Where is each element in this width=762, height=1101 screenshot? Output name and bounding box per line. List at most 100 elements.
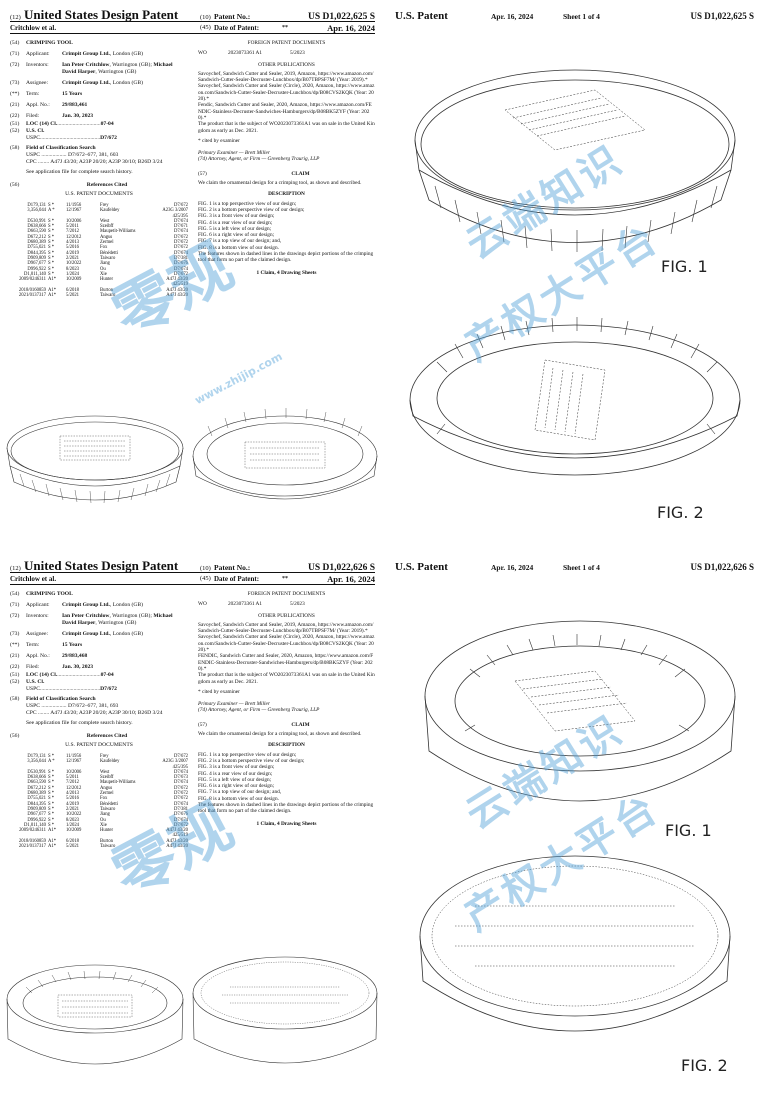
code-45: (45) <box>200 24 211 31</box>
code-56: (56) <box>10 733 20 739</box>
foreign-number: 2023073361 A1 <box>228 601 262 608</box>
term-label: Term: <box>26 642 40 648</box>
reference-cell: S * <box>48 245 55 251</box>
other-pubs-list: Savoychef, Sandwich Cutter and Sealer, 2… <box>198 71 375 134</box>
reference-cell: D7/381 <box>173 255 188 261</box>
reference-cell: Szeibff <box>100 224 114 230</box>
reference-cell: 4/2019 <box>66 801 80 807</box>
reference-cell: D7/674 <box>173 218 188 224</box>
reference-cell: D7/674 <box>173 229 188 235</box>
description-label: DESCRIPTION <box>268 191 305 198</box>
drawing-header: U.S. Patent Apr. 16, 2024 Sheet 1 of 4 U… <box>395 0 762 22</box>
other-publication: Savoychef, Sandwich Cutter and Sealer (C… <box>198 83 375 103</box>
code-22: (22) <box>10 664 20 670</box>
code-57: (57) <box>198 721 207 728</box>
reference-cell: 2/2021 <box>66 255 80 261</box>
reference-row: 425/395 <box>10 214 188 219</box>
code-10: (10) <box>200 14 211 21</box>
attorney: (74) Attorney, Agent, or Firm — Greenber… <box>198 707 320 714</box>
reference-cell: D638,666 <box>27 224 46 230</box>
code-73: (73) <box>10 631 20 637</box>
reference-cell: Ou <box>100 266 106 272</box>
reference-cell: Kaufeldey <box>100 208 120 214</box>
reference-cell: S * <box>48 229 55 235</box>
loc-dots: ............................... <box>57 121 101 127</box>
code-73: (73) <box>10 80 20 86</box>
reference-cell: A47J 43/20 <box>166 838 188 844</box>
applicant-location: , London (GB) <box>109 602 144 608</box>
assignee-name: Crimpit Group Ltd. <box>62 80 110 86</box>
reference-cell: 8/2023 <box>66 817 80 823</box>
field-search-label: Field of Classification Search <box>26 145 96 151</box>
reference-cell: D7/672 <box>173 234 188 240</box>
other-publication: The product that is the subject of WO202… <box>198 672 375 685</box>
reference-cell: S * <box>48 203 55 208</box>
description-line: FIG. 2 is a bottom perspective view of o… <box>198 757 305 764</box>
code-58: (58) <box>10 696 20 702</box>
inventor-1-location: , Warrington (GB); <box>109 613 152 619</box>
reference-cell: 2009/0246311 <box>19 828 46 834</box>
search-cpc: CPC ........ A47J 43/20; A23P 20/20; A23… <box>26 710 163 716</box>
applicant-label: Applicant: <box>26 51 50 57</box>
reference-cell: Maupetit-Williams <box>100 780 136 786</box>
inventor-2-location: , Warrington (GB) <box>95 69 137 75</box>
reference-cell: D7/674 <box>173 769 188 775</box>
reference-cell: D680,389 <box>27 791 46 797</box>
other-publication: Savoychef, Sandwich Cutter and Sealer, 2… <box>198 621 374 635</box>
reference-cell: Frey <box>100 754 109 759</box>
description-label: DESCRIPTION <box>268 742 305 749</box>
uspc-value: D7/672 <box>100 135 117 141</box>
reference-cell: D680,389 <box>27 240 46 246</box>
title-field: CRIMPING TOOL <box>26 40 73 46</box>
reference-cell: 6/2018 <box>66 838 80 844</box>
description-line: FIG. 4 is a rear view of our design; <box>198 770 273 777</box>
reference-cell: D844,395 <box>27 250 46 256</box>
reference-cell: Xie <box>100 271 107 277</box>
fig1-thumbnail-drawing <box>6 964 184 1065</box>
code-21: (21) <box>10 102 20 108</box>
foreign-country: WO <box>198 601 207 608</box>
reference-cell: 6/2018 <box>66 287 80 293</box>
reference-cell: 12/2012 <box>66 234 82 240</box>
reference-cell: Zermel <box>100 240 114 246</box>
code-72: (72) <box>10 62 20 68</box>
reference-cell: 4/2013 <box>66 791 80 797</box>
reference-cell: 11/1956 <box>66 754 82 759</box>
code-51: (51) <box>10 672 20 678</box>
reference-cell: D7/672 <box>173 240 188 246</box>
patent-header-row1: (12) United States Design Patent (10) Pa… <box>10 558 375 573</box>
description-line: FIG. 1 is a top perspective view of our … <box>198 200 297 207</box>
code-57: (57) <box>198 170 207 177</box>
reference-cell: Taiwaro <box>100 806 116 812</box>
foreign-ref: WO 2023073361 A1 5/2023 <box>198 50 375 56</box>
reference-cell: 5/2021 <box>66 844 80 850</box>
reference-cell: 7/2012 <box>66 229 80 235</box>
reference-cell: 11/1956 <box>66 203 82 208</box>
front-page-1: (12) United States Design Patent (10) Pa… <box>0 0 385 550</box>
reference-cell: Jiang <box>100 812 110 818</box>
claim-text: We claim the ornamental design for a cri… <box>198 731 362 738</box>
sheets-count: 1 Claim, 4 Drawing Sheets <box>256 820 317 827</box>
reference-cell: West <box>100 769 110 775</box>
description-line: FIG. 8 is a bottom view of our design. <box>198 244 279 251</box>
description-list: FIG. 1 is a top perspective view of our … <box>198 752 375 815</box>
filed-label: Filed: <box>26 664 40 670</box>
reference-cell: 5/2016 <box>66 245 80 251</box>
reference-cell: D967,677 <box>27 261 46 267</box>
reference-cell: S * <box>48 255 55 261</box>
foreign-docs-label: FOREIGN PATENT DOCUMENTS <box>247 40 326 46</box>
